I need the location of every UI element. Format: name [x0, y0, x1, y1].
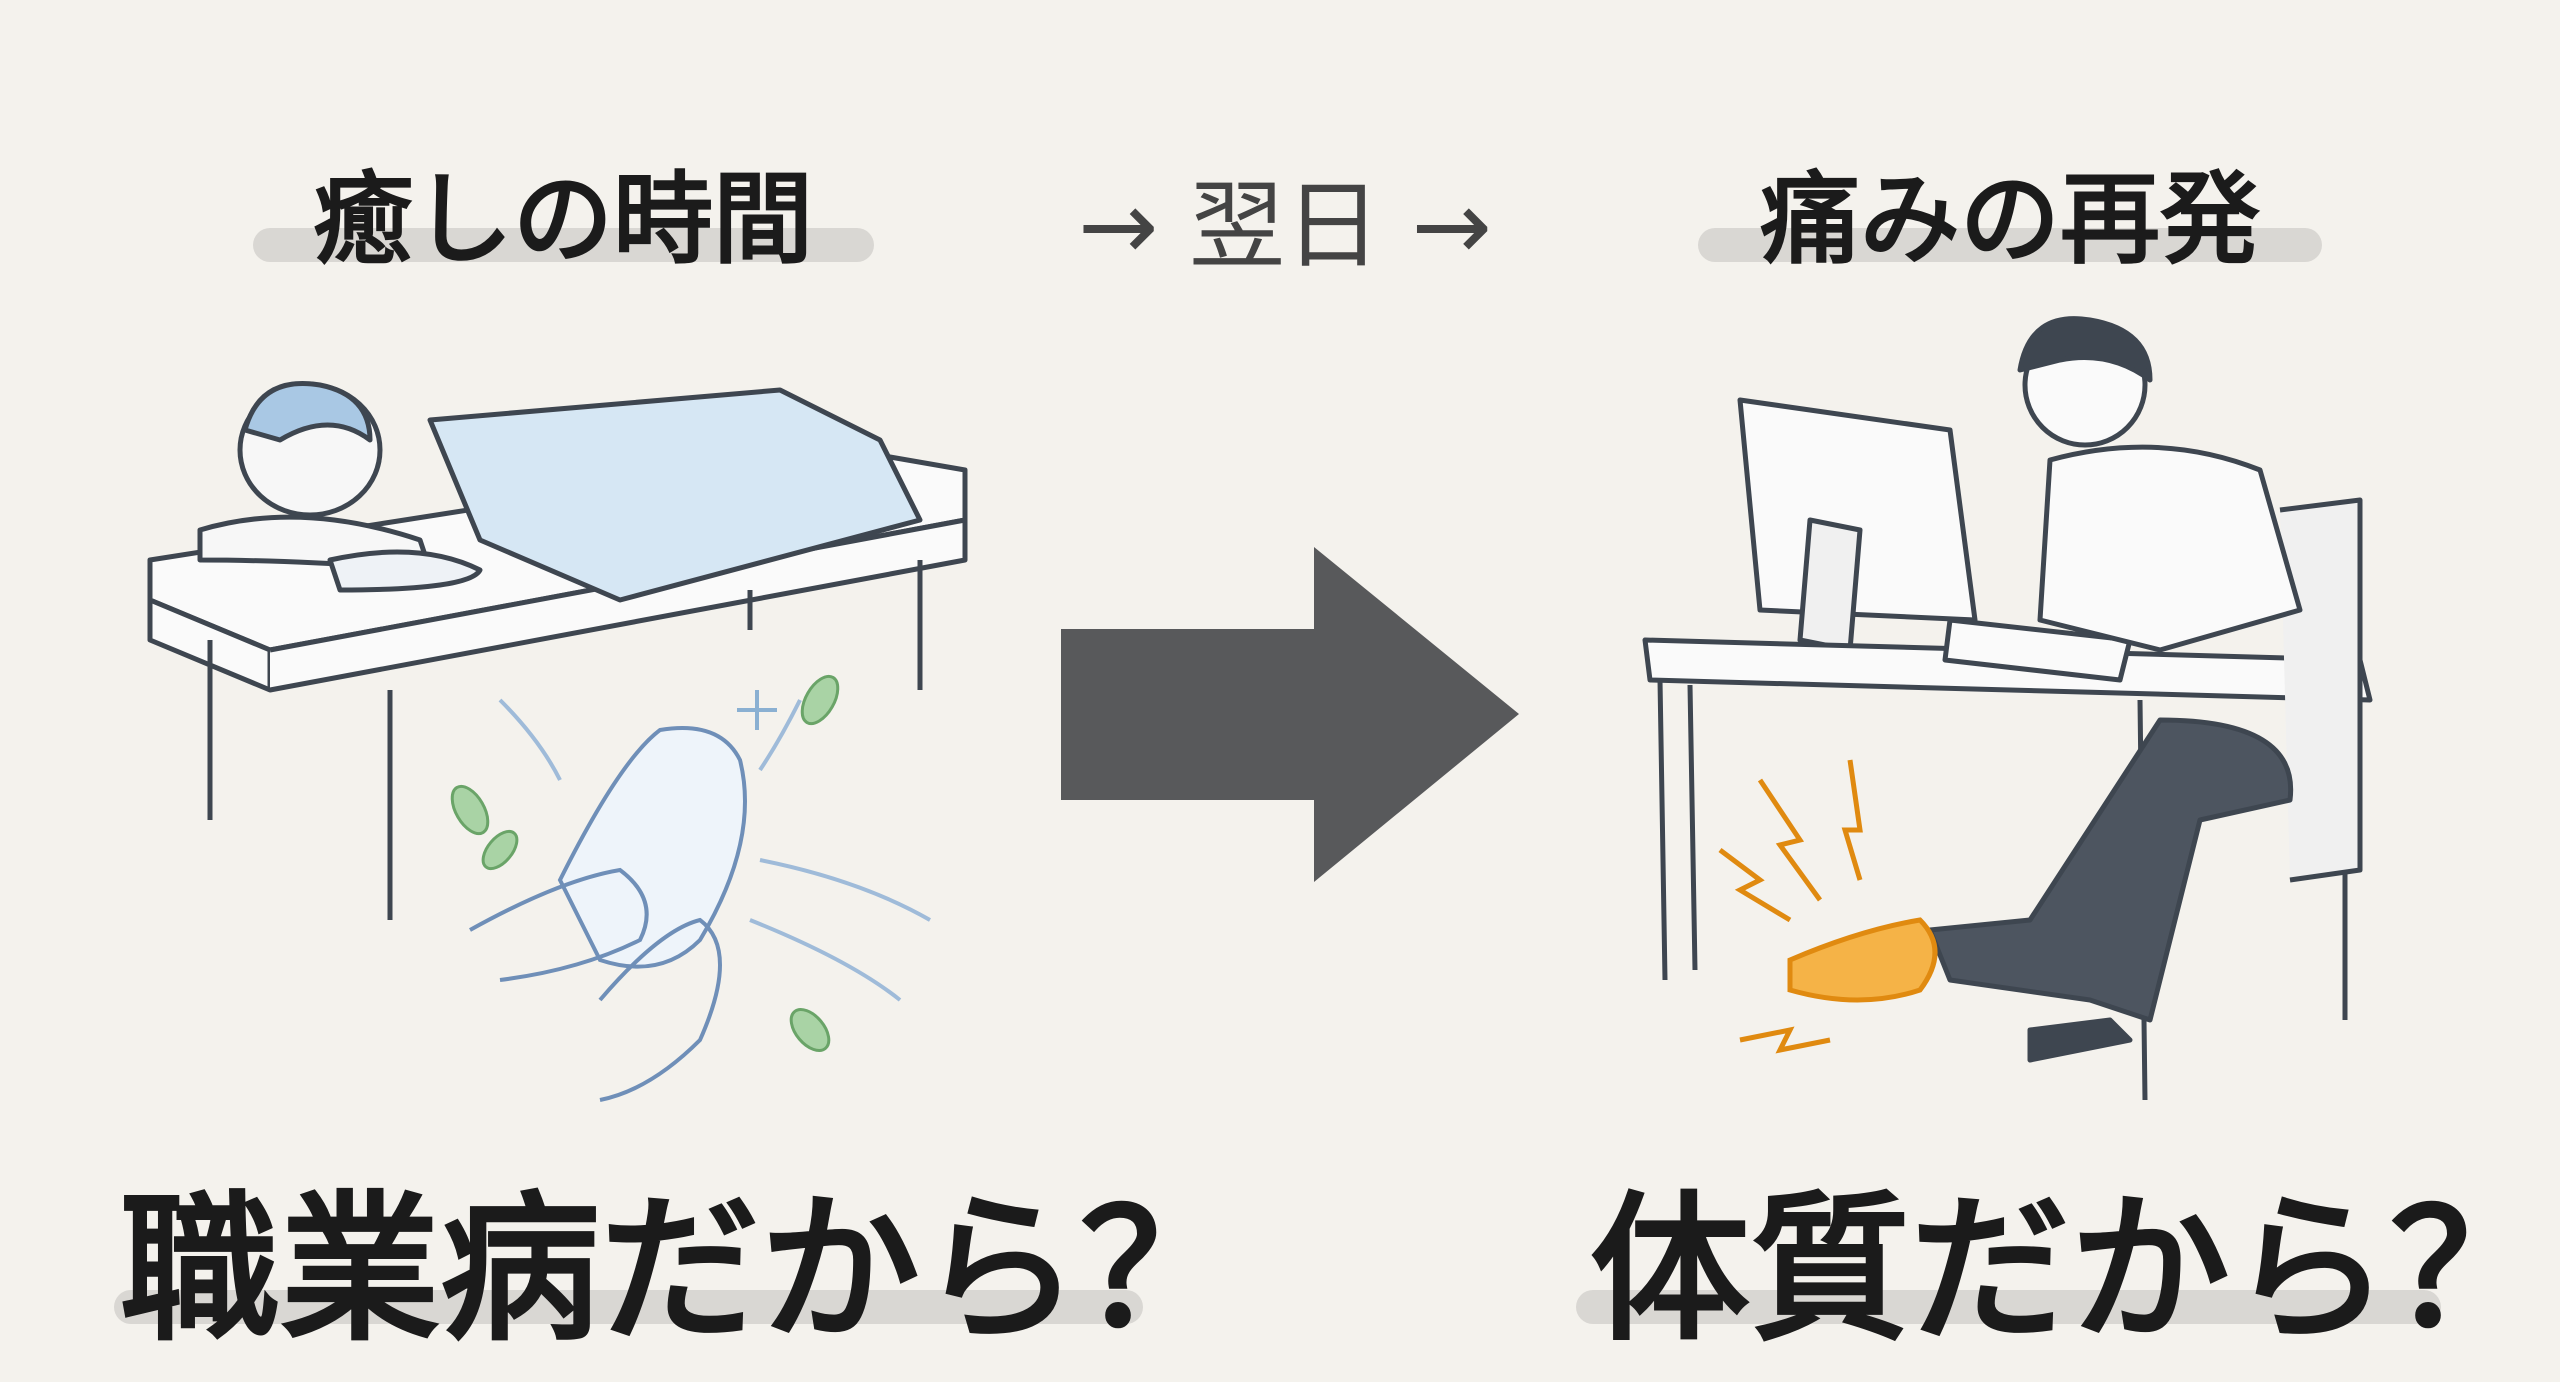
big-arrow-icon: [1061, 547, 1519, 882]
foot-massage-illustration: [469, 690, 931, 1102]
top-right-label-highlight: [1698, 228, 2322, 262]
bottom-left-highlight: [114, 1290, 1143, 1324]
top-left-label-highlight: [253, 228, 874, 262]
leaf-icon: [450, 674, 840, 1052]
top-left-label: 癒しの時間: [313, 161, 813, 278]
top-right-label: 痛みの再発: [1760, 161, 2260, 278]
desk-worker-illustration: [1642, 316, 2373, 1101]
top-middle-label: → 翌日 →: [1078, 170, 1492, 282]
bottom-right-question: 体質だから？: [1590, 1176, 2551, 1363]
bottom-left-question: 職業病だから？: [120, 1176, 1241, 1363]
massage-table-illustration: [147, 381, 968, 920]
bottom-right-highlight: [1576, 1290, 2441, 1324]
pain-foot-icon: [1718, 759, 1938, 1054]
